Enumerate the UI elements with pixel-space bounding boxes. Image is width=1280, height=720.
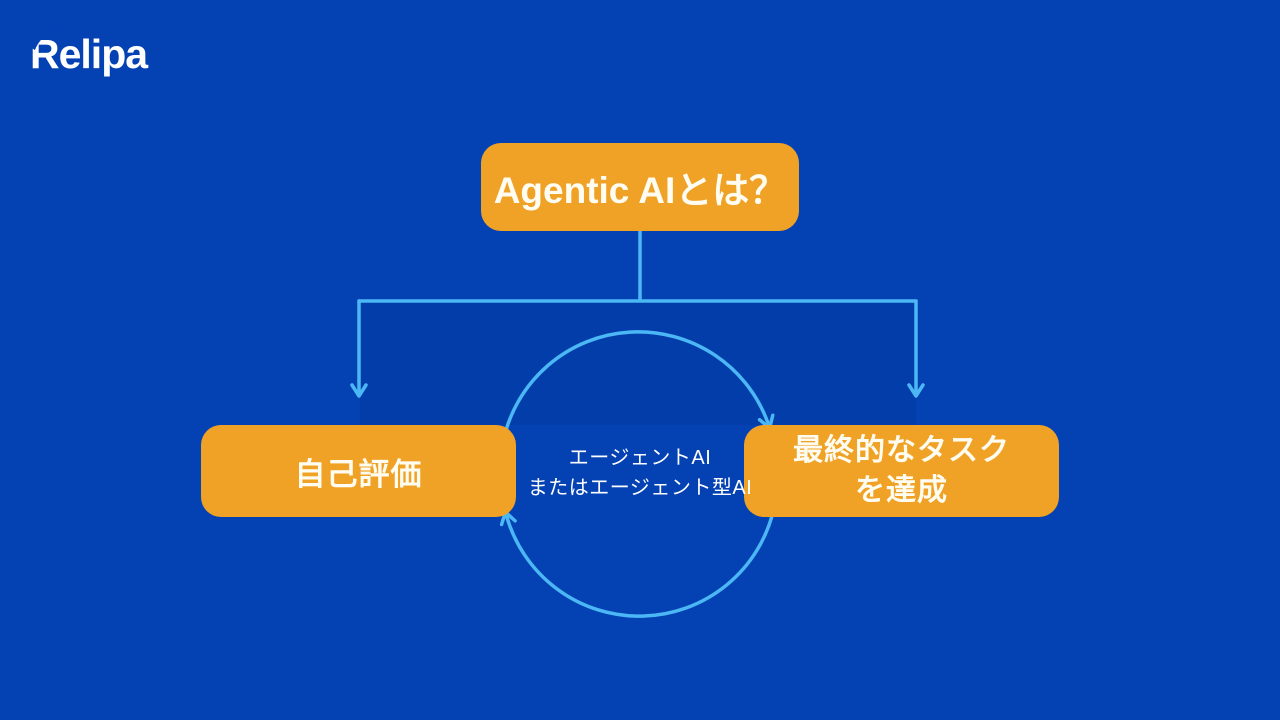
title-node: Agentic AIとは？ — [481, 143, 799, 231]
final-task-node: 最終的なタスク を達成 — [744, 425, 1059, 517]
self-evaluation-node: 自己評価 — [201, 425, 516, 517]
cycle-center-label: エージェントAI またはエージェント型AI — [486, 443, 794, 503]
cycle-bottom-arrow — [499, 506, 776, 618]
cycle-label-line1: エージェントAI — [568, 447, 712, 469]
self-evaluation-label: 自己評価 — [294, 456, 423, 492]
relipa-logo: Relipa — [28, 22, 198, 78]
final-task-label-line2: を達成 — [855, 474, 948, 507]
relipa-logo-graphic: Relipa — [28, 27, 150, 77]
final-task-label-line1: 最終的なタスク — [793, 433, 1010, 467]
title-node-label: Agentic AIとは？ — [493, 170, 787, 211]
logo-swoosh-icon — [28, 27, 65, 50]
cycle-top-arrow — [501, 330, 775, 444]
bracket-connector-line — [357, 229, 918, 303]
logo-text: Relipa — [30, 31, 149, 77]
background-shade — [360, 302, 916, 425]
cycle-label-line2: またはエージェント型AI — [527, 477, 753, 499]
